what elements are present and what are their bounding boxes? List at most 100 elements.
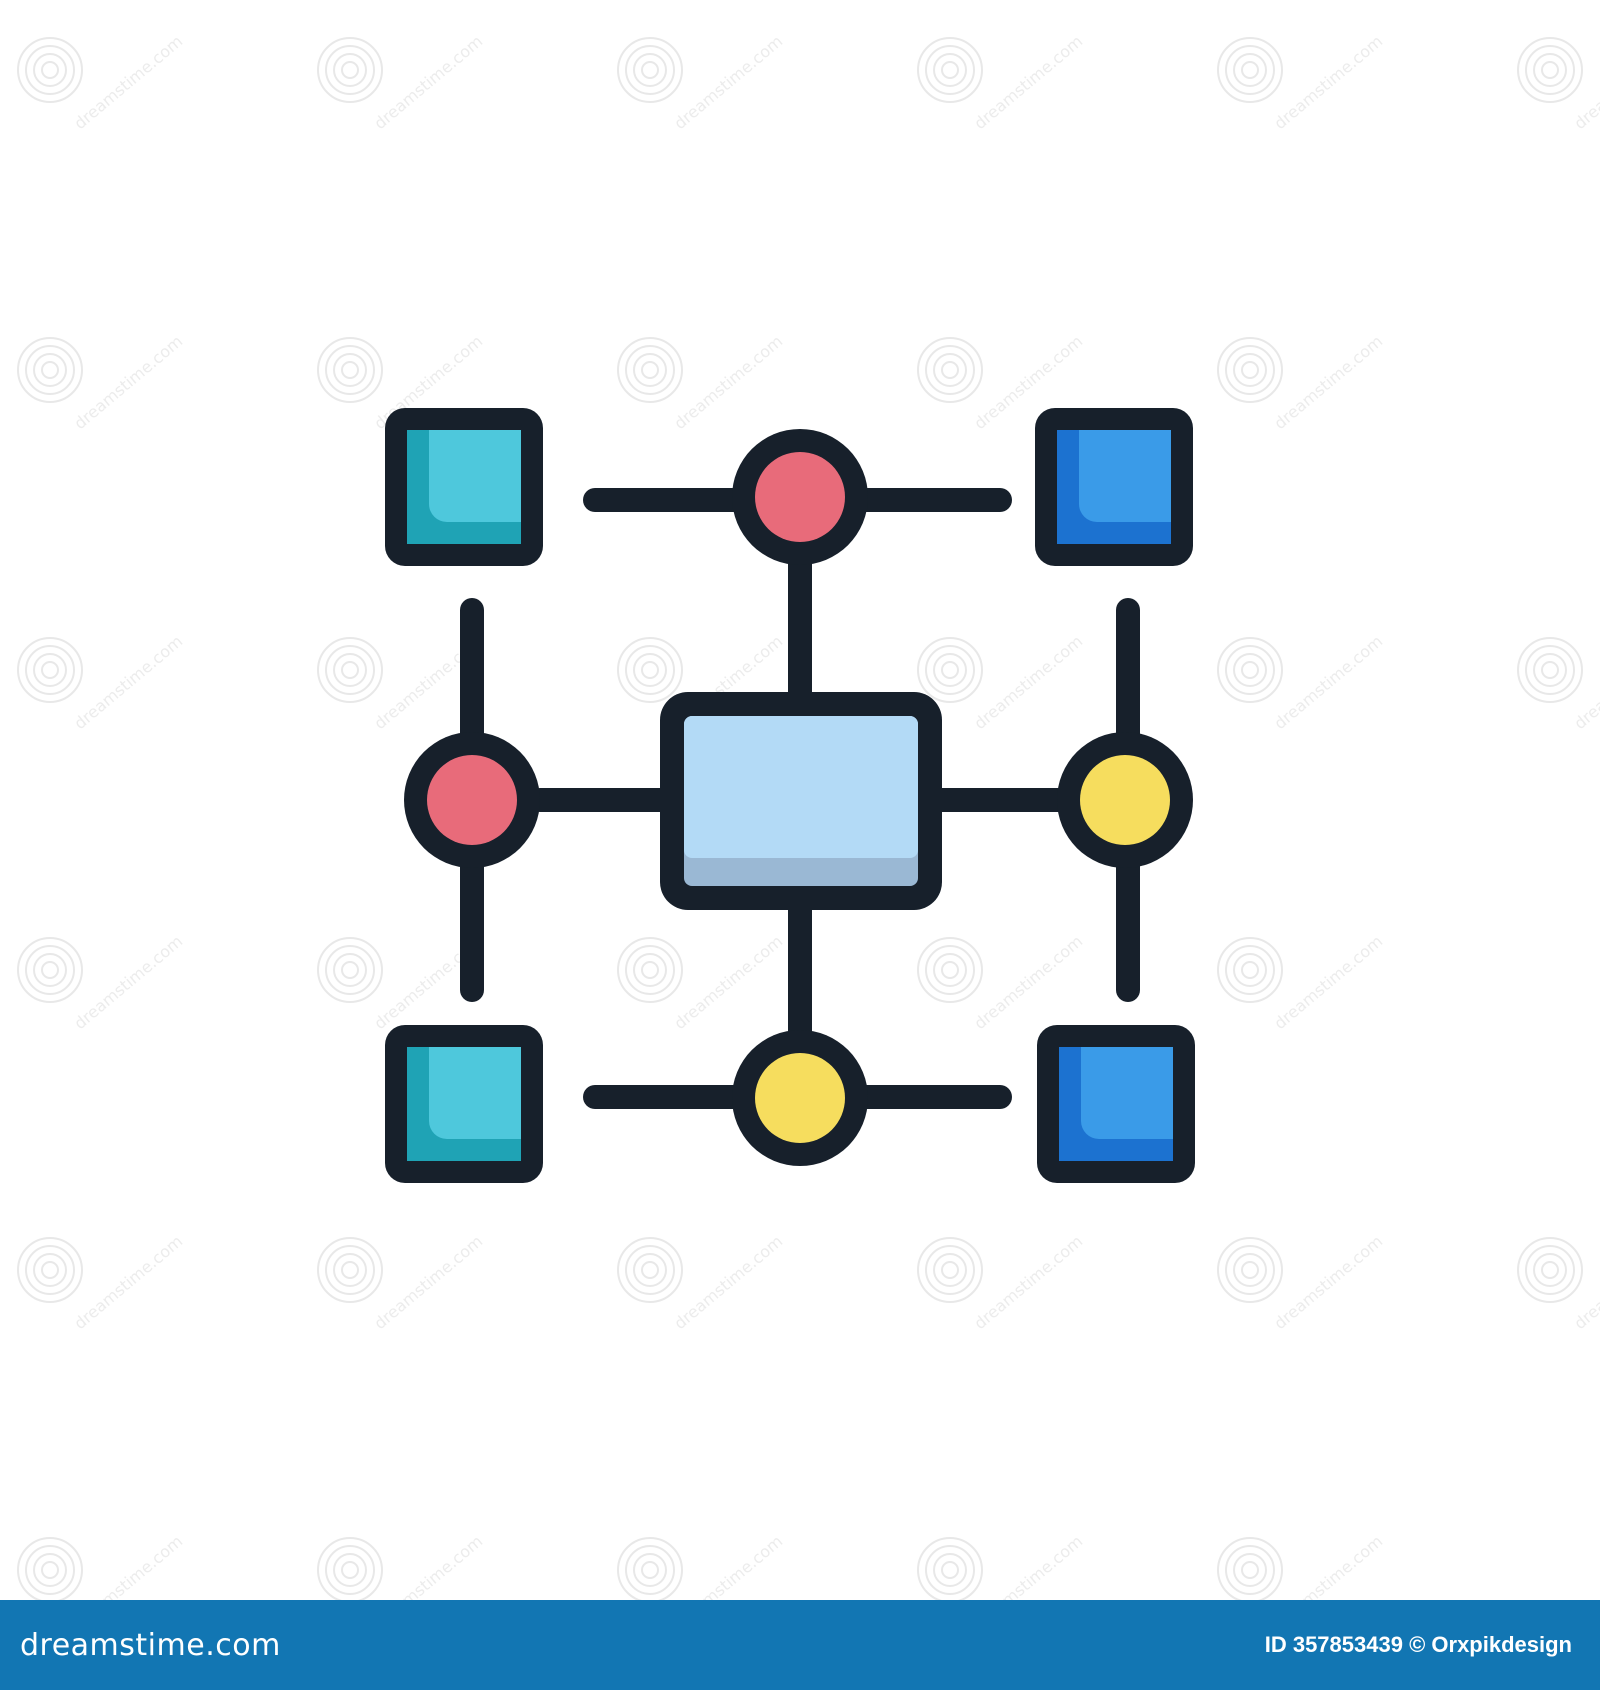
watermark-spiral-icon <box>1241 361 1259 379</box>
watermark-text: dreamstime.com <box>370 32 486 134</box>
watermark-spiral-icon <box>641 61 659 79</box>
node-square-bottom-left-face <box>407 1047 521 1139</box>
watermark-spiral-icon <box>33 1253 67 1287</box>
watermark-spiral-icon <box>325 1545 375 1595</box>
watermark-spiral-icon <box>617 1537 683 1600</box>
watermark-spiral-icon <box>941 1261 959 1279</box>
watermark-spiral-icon <box>1517 37 1583 103</box>
watermark-spiral-icon <box>17 1537 83 1600</box>
watermark-spiral-icon <box>33 53 67 87</box>
watermark-spiral-icon <box>341 61 359 79</box>
watermark-spiral-icon <box>1217 1237 1283 1303</box>
watermark-spiral-icon <box>641 361 659 379</box>
watermark-spiral-icon <box>1525 1245 1575 1295</box>
watermark-spiral-icon <box>25 1245 75 1295</box>
watermark-spiral-icon <box>341 361 359 379</box>
watermark-text: dreamstime.com <box>70 932 186 1034</box>
watermark-spiral-icon <box>1225 645 1275 695</box>
watermark-spiral-icon <box>1233 953 1267 987</box>
watermark-spiral-icon <box>641 1261 659 1279</box>
watermark-spiral-icon <box>25 345 75 395</box>
watermark-spiral-icon <box>941 1561 959 1579</box>
watermark-spiral-icon <box>17 937 83 1003</box>
watermark-spiral-icon <box>1225 1545 1275 1595</box>
watermark-spiral-icon <box>933 1253 967 1287</box>
watermark-spiral-icon <box>325 345 375 395</box>
watermark-spiral-icon <box>1533 653 1567 687</box>
watermark-spiral-icon <box>341 1561 359 1579</box>
watermark-text: dreamstime.com <box>1270 632 1386 734</box>
footer-brand[interactable]: dreamstime.com <box>20 1627 281 1663</box>
image-id: ID 357853439 <box>1264 1632 1403 1657</box>
watermark-spiral-icon <box>1533 1253 1567 1287</box>
watermark-spiral-icon <box>25 945 75 995</box>
watermark-text: dreamstime.com <box>1270 32 1386 134</box>
watermark-spiral-icon <box>1217 637 1283 703</box>
watermark-spiral-icon <box>341 1261 359 1279</box>
watermark-spiral-icon <box>317 637 383 703</box>
watermark-spiral-icon <box>1233 653 1267 687</box>
watermark-spiral-icon <box>1241 661 1259 679</box>
watermark-spiral-icon <box>1241 1261 1259 1279</box>
watermark-spiral-icon <box>1541 661 1559 679</box>
watermark-spiral-icon <box>1225 345 1275 395</box>
watermark-spiral-icon <box>17 1237 83 1303</box>
watermark-spiral-icon <box>1225 945 1275 995</box>
watermark-text: dreamstime.com <box>1270 932 1386 1034</box>
watermark-spiral-icon <box>617 37 683 103</box>
watermark-spiral-icon <box>17 37 83 103</box>
watermark-spiral-icon <box>1233 1253 1267 1287</box>
watermark-spiral-icon <box>617 337 683 403</box>
watermark-spiral-icon <box>925 45 975 95</box>
watermark-spiral-icon <box>925 1245 975 1295</box>
watermark-text: dreamstime.com <box>1570 32 1600 134</box>
watermark-spiral-icon <box>333 1253 367 1287</box>
watermark-spiral-icon <box>633 1553 667 1587</box>
watermark-text: dreamstime.com <box>970 1532 1086 1600</box>
watermark-spiral-icon <box>641 661 659 679</box>
node-center-box-face <box>684 716 918 858</box>
watermark-text: dreamstime.com <box>370 1232 486 1334</box>
watermark-spiral-icon <box>917 1537 983 1600</box>
watermark-spiral-icon <box>25 645 75 695</box>
watermark-spiral-icon <box>917 937 983 1003</box>
watermark-spiral-icon <box>633 653 667 687</box>
watermark-text: dreamstime.com <box>70 1532 186 1600</box>
watermark-spiral-icon <box>1525 45 1575 95</box>
watermark-spiral-icon <box>333 953 367 987</box>
author-credit[interactable]: © Orxpikdesign <box>1409 1632 1572 1657</box>
watermark-spiral-icon <box>317 937 383 1003</box>
node-circle-top-fill <box>755 452 845 542</box>
watermark-spiral-icon <box>933 653 967 687</box>
watermark-text: dreamstime.com <box>970 32 1086 134</box>
watermark-spiral-icon <box>325 945 375 995</box>
watermark-spiral-icon <box>341 961 359 979</box>
watermark-spiral-icon <box>1225 1245 1275 1295</box>
watermark-spiral-icon <box>41 961 59 979</box>
watermark-spiral-icon <box>1517 637 1583 703</box>
watermark-spiral-icon <box>17 337 83 403</box>
watermark-spiral-icon <box>325 1245 375 1295</box>
watermark-spiral-icon <box>1241 1561 1259 1579</box>
watermark-spiral-icon <box>917 1237 983 1303</box>
watermark-spiral-icon <box>33 653 67 687</box>
watermark-spiral-icon <box>317 337 383 403</box>
watermark-spiral-icon <box>1225 45 1275 95</box>
watermark-text: dreamstime.com <box>1570 1232 1600 1334</box>
watermark-text: dreamstime.com <box>70 1232 186 1334</box>
watermark-text: dreamstime.com <box>670 332 786 434</box>
watermark-text: dreamstime.com <box>70 632 186 734</box>
watermark-spiral-icon <box>1217 37 1283 103</box>
watermark-spiral-icon <box>325 45 375 95</box>
watermark-spiral-icon <box>1233 1553 1267 1587</box>
watermark-spiral-icon <box>925 945 975 995</box>
watermark-text: dreamstime.com <box>670 1232 786 1334</box>
watermark-spiral-icon <box>933 53 967 87</box>
watermark-text: dreamstime.com <box>970 1232 1086 1334</box>
watermark-spiral-icon <box>925 345 975 395</box>
watermark-text: dreamstime.com <box>1270 1232 1386 1334</box>
watermark-spiral-icon <box>333 1553 367 1587</box>
watermark-spiral-icon <box>633 353 667 387</box>
node-square-bottom-right-face <box>1059 1047 1173 1139</box>
watermark-spiral-icon <box>641 1561 659 1579</box>
